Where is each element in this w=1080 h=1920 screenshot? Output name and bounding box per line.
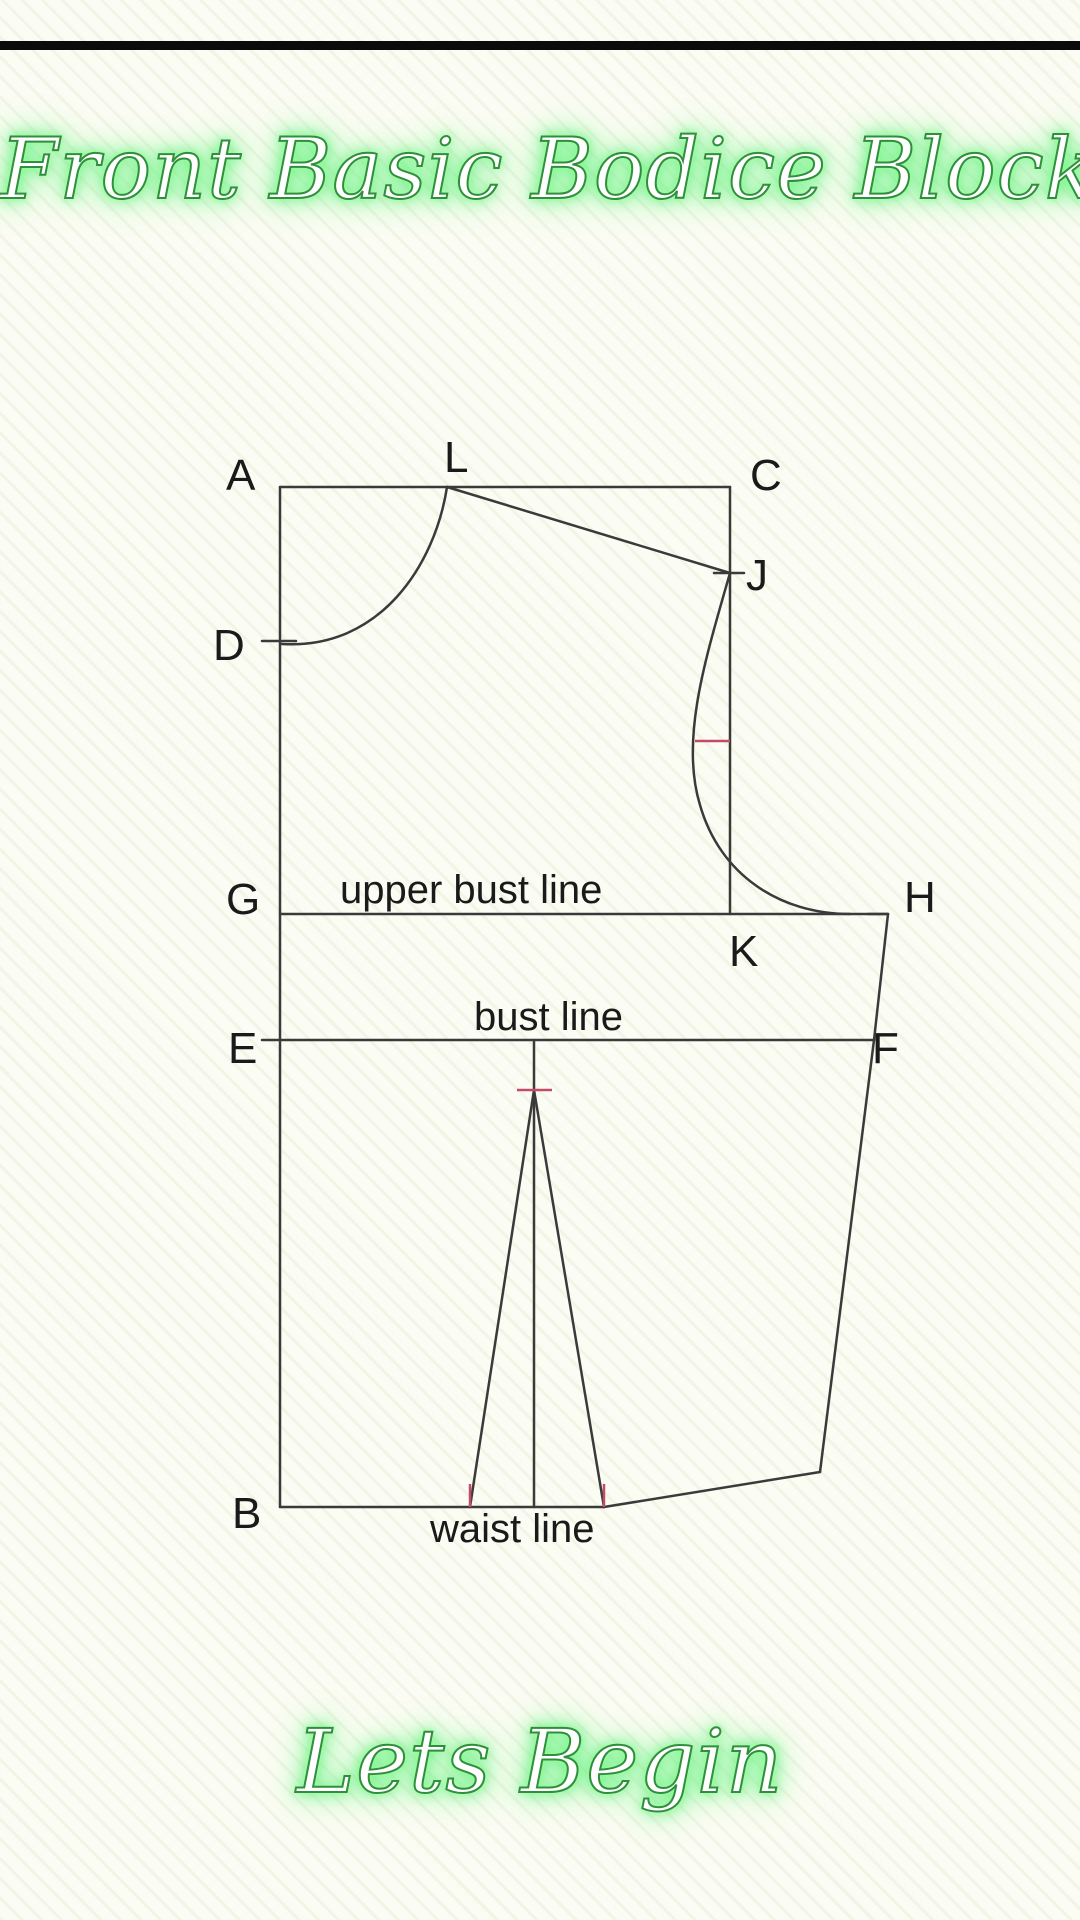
point-label-h: H [904,873,936,922]
point-label-f: F [872,1024,899,1073]
armhole-curve [691,571,852,916]
page-title: Front Basic Bodice Block [0,119,1080,219]
neckline-curve [280,485,449,646]
dart-left-leg [468,1088,536,1509]
top-bar [0,41,1080,50]
dart-right-leg [532,1088,606,1509]
point-label-k: K [729,927,758,976]
point-label-a: A [226,451,256,500]
lets-begin-caption: Lets Begin [296,1709,784,1814]
waist-line-label: waist line [429,1507,595,1551]
bust-line-label: bust line [474,995,623,1039]
waist-line-dart-side [602,1470,822,1509]
side-seam-f-waist [818,1038,876,1474]
shoulder-line-l-j [445,485,732,575]
point-label-e: E [228,1024,257,1073]
point-label-g: G [226,875,260,924]
point-label-j: J [746,551,768,600]
side-seam-h-f [872,912,890,1042]
upper-bust-line-label: upper bust line [340,868,602,912]
point-label-l: L [444,433,468,482]
point-label-c: C [750,451,782,500]
point-label-b: B [232,1489,261,1538]
point-label-d: D [213,621,245,670]
